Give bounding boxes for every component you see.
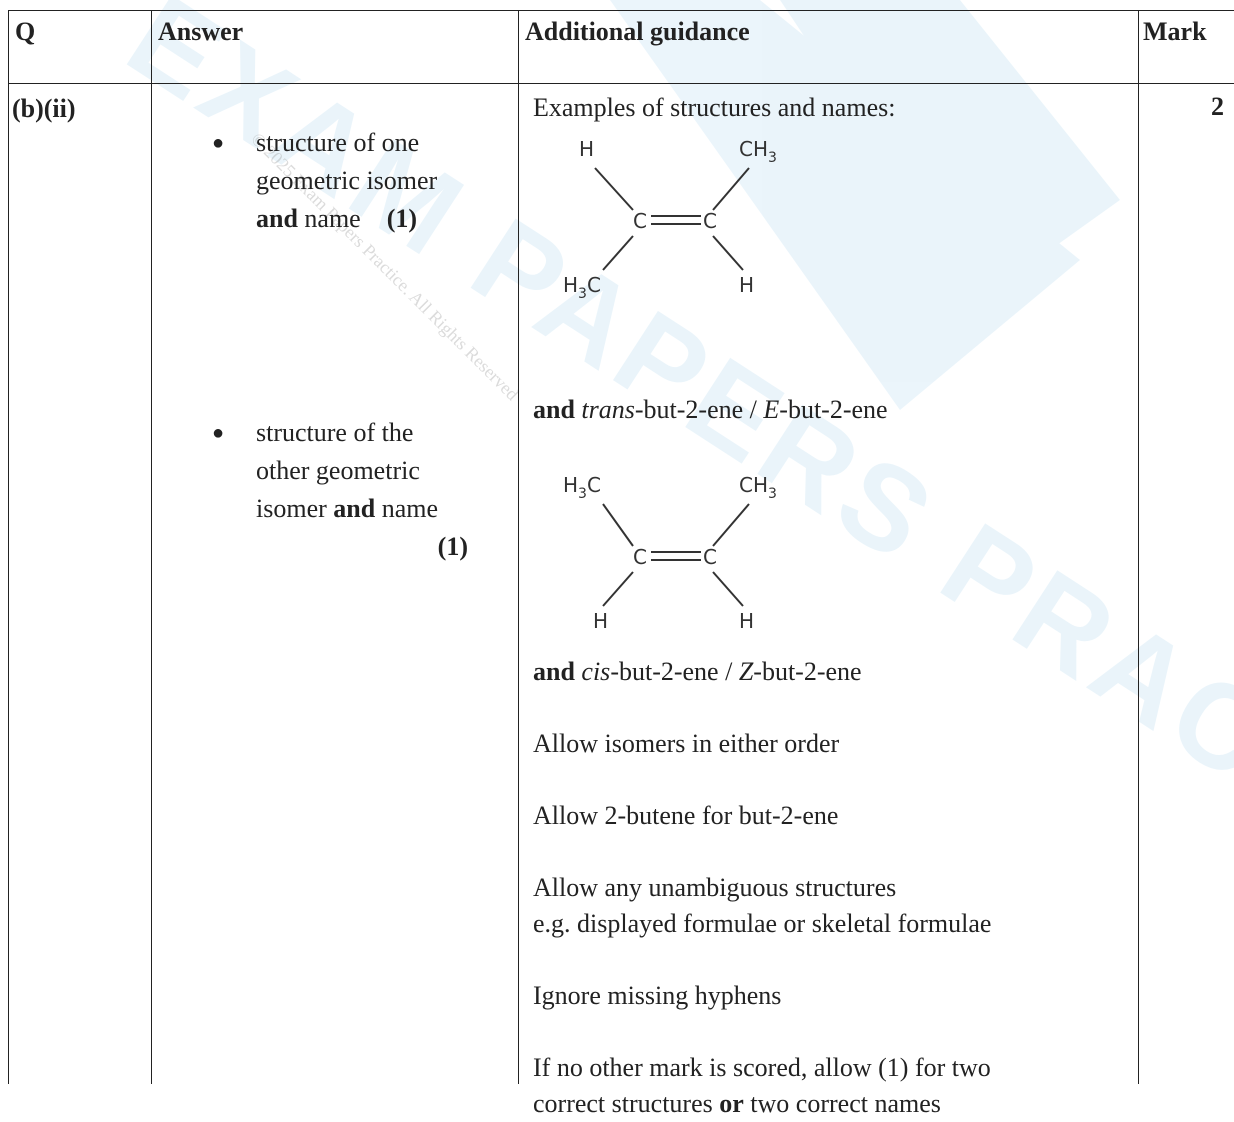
answer-cell: ● structure of one geometric isomer and … [152,84,519,1085]
svg-text:H3C: H3C [563,473,601,502]
header-q: Q [9,11,152,84]
guidance-intro: Examples of structures and names: [533,90,1123,126]
header-answer: Answer [152,11,519,84]
svg-text:H: H [739,273,754,297]
header-mark: Mark [1139,11,1234,84]
answer-point-1: ● structure of one geometric isomer and … [256,124,526,238]
svg-text:C: C [633,545,647,569]
svg-text:C: C [703,209,717,233]
note-correct-structures: correct structures or two correct names [533,1086,1123,1122]
svg-text:C: C [703,545,717,569]
guidance-cell: Examples of structures and names: H CH3 … [519,84,1139,1085]
note-no-other-mark: If no other mark is scored, allow (1) fo… [533,1050,1123,1086]
svg-text:CH3: CH3 [739,473,777,502]
trans-but-2-ene-structure: H CH3 C C H3C H [543,130,823,300]
mark-value: 2 [1139,84,1234,1085]
mark-scheme-table: Q Answer Additional guidance Mark (b)(ii… [8,10,1234,1084]
svg-text:H: H [579,137,594,161]
svg-text:CH3: CH3 [739,137,777,166]
cis-name: and cis-but-2-ene / Z-but-2-ene [533,654,1123,690]
trans-name: and trans-but-2-ene / E-but-2-ene [533,392,1123,428]
note-formulae: e.g. displayed formulae or skeletal form… [533,906,1123,942]
note-unambiguous: Allow any unambiguous structures [533,870,1123,906]
cis-but-2-ene-structure: H3C CH3 C C H H [543,466,823,636]
svg-text:H3C: H3C [563,273,601,300]
svg-text:C: C [633,209,647,233]
question-number: (b)(ii) [9,84,152,1085]
note-isomers-order: Allow isomers in either order [533,726,1123,762]
header-guidance: Additional guidance [519,11,1139,84]
svg-text:H: H [593,609,608,633]
note-hyphens: Ignore missing hyphens [533,978,1123,1014]
answer-point-2: ● structure of the other geometric isome… [256,414,526,566]
svg-text:H: H [739,609,754,633]
bullet-icon: ● [212,414,224,452]
note-2-butene: Allow 2-butene for but-2-ene [533,798,1123,834]
bullet-icon: ● [212,124,224,162]
